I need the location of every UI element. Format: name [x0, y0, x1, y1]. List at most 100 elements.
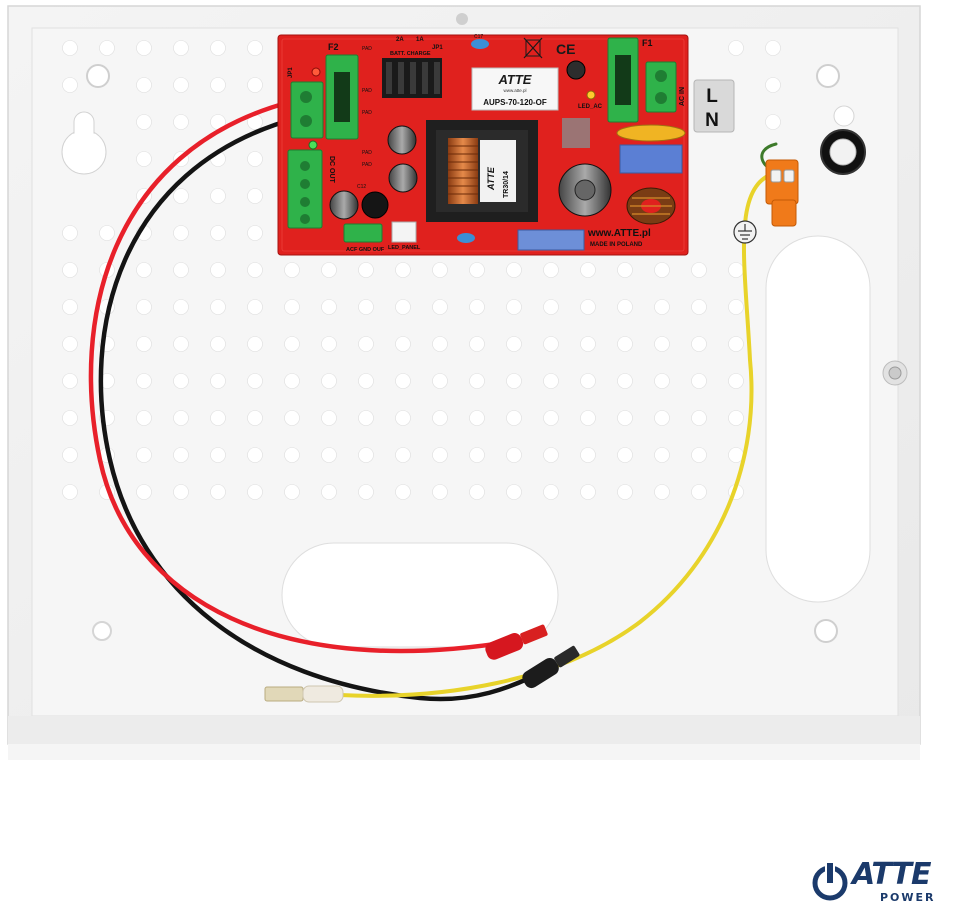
led-panel-connector: LED_PANEL: [388, 221, 421, 251]
heatsink: [382, 58, 442, 98]
vent-hole: [210, 262, 226, 278]
vent-hole: [617, 299, 633, 315]
vent-hole: [284, 299, 300, 315]
dc-out-terminal: DC OUT: [287, 149, 335, 229]
capacitors: C12: [329, 60, 612, 220]
vent-hole: [284, 373, 300, 389]
vent-hole: [358, 373, 374, 389]
sticker-model: AUPS-70-120-OF: [483, 98, 547, 107]
vent-hole: [765, 77, 781, 93]
vent-hole: [691, 262, 707, 278]
vent-hole: [62, 225, 78, 241]
sticker-brand: ATTE: [498, 72, 532, 87]
vent-hole: [62, 484, 78, 500]
vent-hole: [284, 484, 300, 500]
pad-label: PAD: [362, 150, 372, 156]
vent-hole: [506, 336, 522, 352]
vent-hole: [728, 299, 744, 315]
vent-hole: [691, 484, 707, 500]
battery-terminal: JP1: [288, 67, 324, 139]
vent-hole: [765, 40, 781, 56]
vent-hole: [247, 188, 263, 204]
connector-red: [485, 624, 548, 660]
vent-hole: [284, 262, 300, 278]
vent-hole: [99, 40, 115, 56]
vent-hole: [173, 262, 189, 278]
vent-hole: [321, 336, 337, 352]
vent-hole: [173, 225, 189, 241]
sticker-website: www.atte.pl: [503, 88, 526, 93]
vent-hole: [210, 40, 226, 56]
vent-hole: [173, 410, 189, 426]
vent-hole: [543, 373, 559, 389]
vent-hole: [358, 410, 374, 426]
transformer-brand: ATTE: [486, 166, 496, 191]
vent-hole: [247, 262, 263, 278]
logo-sub: POWER: [880, 891, 936, 904]
vent-hole: [136, 77, 152, 93]
vent-hole: [580, 484, 596, 500]
vent-hole: [691, 410, 707, 426]
vent-hole: [247, 151, 263, 167]
vent-hole: [617, 410, 633, 426]
vent-hole: [654, 410, 670, 426]
vent-hole: [580, 336, 596, 352]
fuse-holder-f1: F1: [607, 37, 653, 123]
vent-hole: [469, 447, 485, 463]
vent-hole: [728, 447, 744, 463]
weee-icon: [523, 37, 543, 59]
cable-cutout-right: [765, 235, 871, 603]
vent-hole: [136, 484, 152, 500]
connector-clear: [264, 685, 344, 703]
vent-hole: [395, 336, 411, 352]
led-ac: [586, 90, 596, 100]
fuse-label-f1: F1: [642, 38, 653, 48]
vent-hole: [321, 373, 337, 389]
vent-hole: [210, 484, 226, 500]
vent-hole: [210, 336, 226, 352]
vent-hole: [617, 336, 633, 352]
vent-hole: [617, 447, 633, 463]
vent-hole: [506, 410, 522, 426]
vent-hole: [617, 484, 633, 500]
vent-hole: [173, 77, 189, 93]
vent-hole: [62, 336, 78, 352]
vent-hole: [173, 336, 189, 352]
vent-hole: [691, 447, 707, 463]
vent-hole: [432, 410, 448, 426]
toroid-choke: [626, 187, 676, 225]
capacitor-label-c17: C17: [474, 34, 483, 40]
vent-hole: [173, 40, 189, 56]
vent-hole: [136, 336, 152, 352]
vent-hole: [99, 225, 115, 241]
terminal-label-line: L: [706, 86, 718, 107]
batt-charge-label: BATT. CHARGE: [390, 51, 431, 57]
board-made-in: MADE IN POLAND: [590, 242, 643, 248]
transformer-model: TR30/14: [503, 171, 510, 198]
optocoupler: [562, 118, 590, 148]
vent-hole: [62, 410, 78, 426]
current-1a-label: 1A: [416, 37, 424, 43]
vent-hole: [654, 484, 670, 500]
vent-hole: [62, 373, 78, 389]
vent-hole: [358, 336, 374, 352]
vent-hole: [358, 484, 374, 500]
vent-hole: [136, 373, 152, 389]
vent-hole: [506, 262, 522, 278]
vent-hole: [543, 447, 559, 463]
vent-hole: [136, 410, 152, 426]
dc-out-label: DC OUT: [328, 156, 335, 184]
vent-hole: [136, 262, 152, 278]
vent-hole: [765, 114, 781, 130]
vent-hole: [580, 410, 596, 426]
pad-label: PAD: [362, 46, 372, 52]
vent-hole: [691, 336, 707, 352]
vent-hole: [210, 410, 226, 426]
vent-hole: [654, 299, 670, 315]
vent-hole: [506, 447, 522, 463]
screw-mounts: [86, 64, 855, 643]
vent-hole: [432, 447, 448, 463]
terminal-label-neutral: N: [705, 110, 719, 131]
acf-terminal: ACF GND OUF: [343, 223, 385, 253]
